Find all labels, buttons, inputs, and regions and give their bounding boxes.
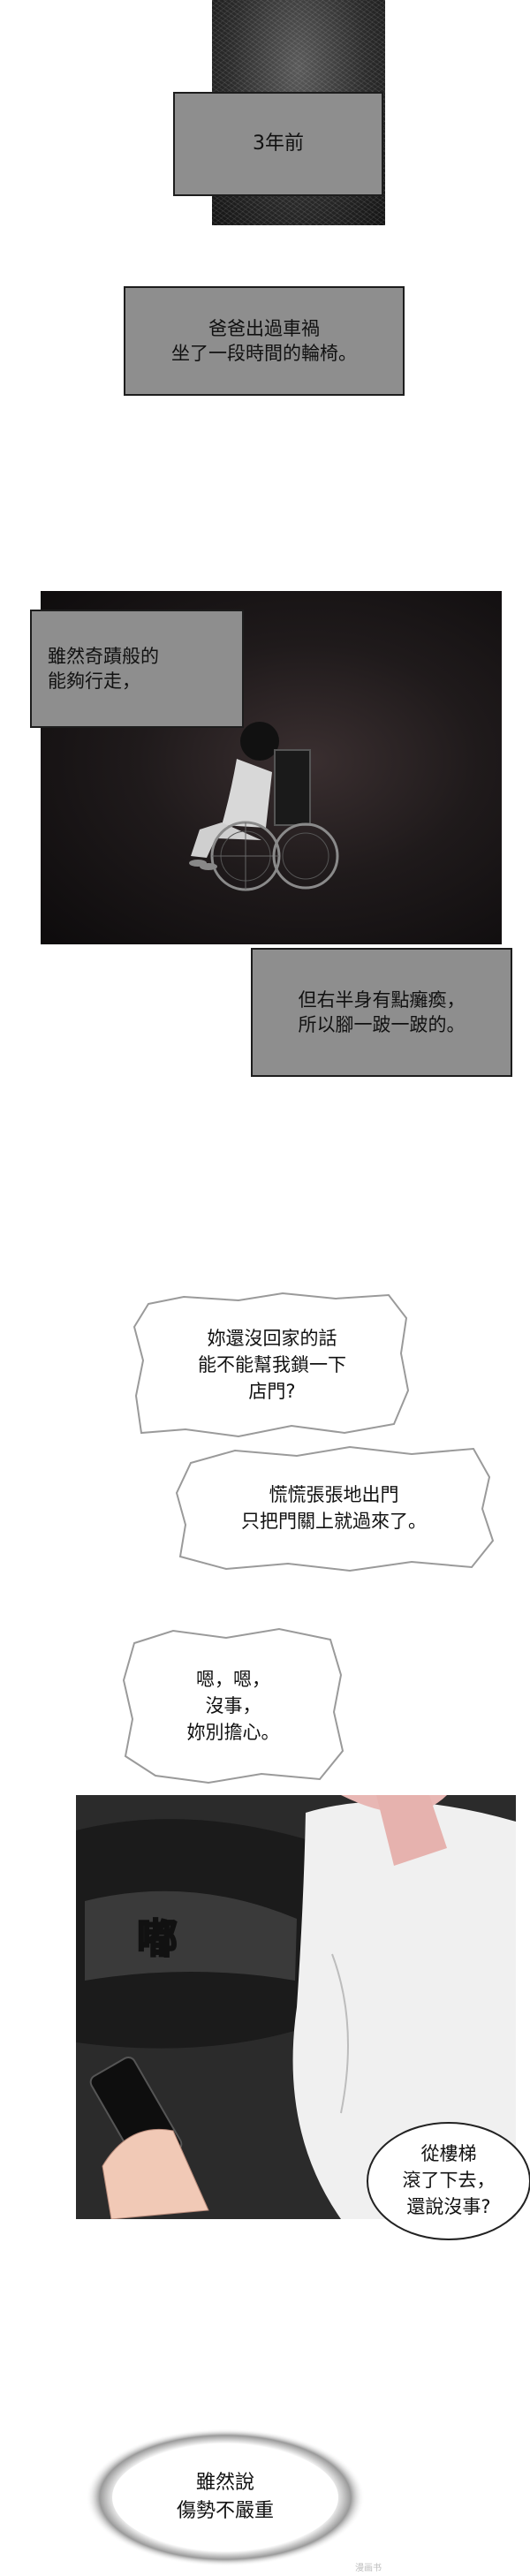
bubble-text: 妳還沒回家的話 能不能幫我鎖一下 店門? bbox=[198, 1328, 346, 1402]
speech-bubble-rushed-out: 慌慌張張地出門 只把門關上就過來了。 bbox=[173, 1443, 495, 1574]
caption-paralysis: 但右半身有點癱瘓， 所以腳一跛一跛的。 bbox=[251, 948, 512, 1077]
sfx-du: 嘟 bbox=[130, 1916, 179, 1960]
bubble-outline bbox=[122, 1627, 344, 1784]
speech-bubble-fell-stairs: 從樓梯 滾了下去， 還說沒事? bbox=[362, 2118, 530, 2244]
caption-dad-accident: 爸爸出過車禍 坐了一段時間的輪椅。 bbox=[124, 286, 405, 396]
caption-text: 但右半身有點癱瘓， 所以腳一跛一跛的。 bbox=[298, 989, 466, 1035]
caption-walk-again: 雖然奇蹟般的 能夠行走， bbox=[30, 610, 244, 728]
wheelchair-figure-illustration bbox=[189, 722, 339, 891]
caption-text: 3年前 bbox=[253, 133, 304, 155]
caption-text: 爸爸出過車禍 坐了一段時間的輪椅。 bbox=[171, 317, 357, 364]
speech-bubble-lock-door-box: 妳還沒回家的話 能不能幫我鎖一下 店門? bbox=[132, 1292, 412, 1440]
thought-bubble-not-serious: 雖然說 傷勢不嚴重 bbox=[83, 2426, 367, 2569]
bubble-outline bbox=[132, 1292, 410, 1438]
bubble-outline bbox=[367, 2122, 530, 2240]
bubble-outline bbox=[175, 1445, 495, 1572]
phone-scene-illustration bbox=[76, 1795, 516, 2219]
phone-call-panel bbox=[76, 1795, 516, 2219]
bubble-text: 從樓梯 滾了下去， 還說沒事? bbox=[402, 2143, 496, 2217]
caption-text: 雖然奇蹟般的 能夠行走， bbox=[48, 645, 159, 692]
caption-three-years-ago: 3年前 bbox=[173, 92, 383, 196]
speech-bubble-its-ok: 嗯，嗯， 沒事， 妳別擔心。 bbox=[120, 1627, 346, 1786]
bubble-outline bbox=[86, 2428, 365, 2566]
bubble-text: 慌慌張張地出門 只把門關上就過來了。 bbox=[241, 1484, 427, 1532]
bubble-text: 嗯，嗯， 沒事， 妳別擔心。 bbox=[186, 1669, 280, 1743]
bubble-text: 雖然說 傷勢不嚴重 bbox=[176, 2472, 274, 2522]
watermark-credit: 漫画书 bbox=[355, 2564, 382, 2573]
